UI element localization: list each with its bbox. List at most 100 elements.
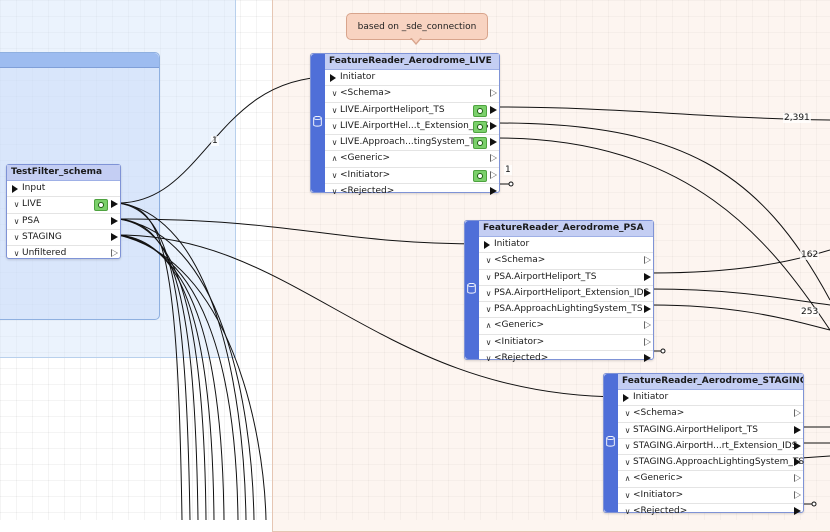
chevron-down-icon[interactable]: ∨	[331, 138, 338, 148]
output-port-icon[interactable]	[490, 154, 497, 163]
output-port-icon[interactable]	[111, 216, 118, 225]
reader-psa-node[interactable]: FeatureReader_Aerodrome_PSA Initiator ∨<…	[464, 220, 654, 363]
output-port-icon[interactable]	[111, 200, 118, 209]
chevron-down-icon[interactable]: ∨	[485, 272, 492, 282]
chevron-down-icon[interactable]: ∨	[331, 121, 338, 131]
testfilter-output-psa[interactable]: ∨PSA	[7, 214, 120, 230]
reader-staging-approach[interactable]: ∨STAGING.ApproachLightingSystem_TS	[618, 455, 804, 472]
reader-psa-initiator-port[interactable]: Initiator	[479, 237, 653, 254]
chevron-down-icon[interactable]: ∨	[485, 305, 492, 315]
testfilter-output-live[interactable]: ∨LIVE	[7, 197, 120, 214]
chevron-down-icon[interactable]: ∨	[13, 200, 20, 210]
output-port-icon[interactable]	[794, 458, 801, 467]
output-port-icon[interactable]	[490, 138, 497, 147]
testfilter-output-unfiltered[interactable]: ∨Unfiltered	[7, 246, 120, 261]
output-port-icon[interactable]	[794, 441, 801, 450]
output-port-icon[interactable]	[111, 232, 118, 241]
annotation-text: based on _sde_connection	[357, 21, 477, 32]
feature-cache-icon[interactable]	[94, 199, 108, 212]
output-port-icon[interactable]	[490, 121, 497, 130]
testfilter-node[interactable]: TestFilter_schema Input ∨LIVE ∨PSA ∨STAG…	[6, 164, 121, 259]
link-psa-extension	[650, 288, 830, 306]
chevron-down-icon[interactable]: ∨	[485, 337, 492, 347]
chevron-down-icon[interactable]: ∨	[485, 256, 492, 266]
chevron-up-icon[interactable]: ∧	[624, 474, 631, 484]
feature-cache-icon[interactable]	[473, 137, 487, 150]
reader-psa-extension[interactable]: ∨PSA.AirportHeliport_Extension_IDS	[479, 286, 653, 303]
output-port-icon[interactable]	[644, 354, 651, 363]
output-port-icon[interactable]	[644, 321, 651, 330]
chevron-down-icon[interactable]: ∨	[13, 249, 20, 259]
testfilter-input-port[interactable]: Input	[7, 181, 120, 198]
reader-psa-generic[interactable]: ∧<Generic>	[479, 318, 653, 335]
chevron-down-icon[interactable]: ∨	[624, 507, 631, 517]
input-port-icon	[623, 393, 629, 402]
chevron-down-icon[interactable]: ∨	[13, 232, 20, 242]
testfilter-output-staging[interactable]: ∨STAGING	[7, 230, 120, 247]
feature-cache-icon[interactable]	[473, 120, 487, 133]
reader-live-initiator-port[interactable]: Initiator	[325, 70, 499, 87]
chevron-down-icon[interactable]: ∨	[624, 490, 631, 500]
output-port-icon[interactable]	[490, 187, 497, 196]
reader-psa-schema[interactable]: ∨<Schema>	[479, 253, 653, 270]
chevron-down-icon[interactable]: ∨	[485, 288, 492, 298]
chevron-down-icon[interactable]: ∨	[13, 216, 20, 226]
reader-staging-initiator-port[interactable]: Initiator	[618, 390, 803, 407]
chevron-down-icon[interactable]: ∨	[331, 105, 338, 115]
reader-staging-initiator-out[interactable]: ∨<Initiator>	[618, 488, 803, 505]
chevron-down-icon[interactable]: ∨	[331, 170, 338, 180]
reader-staging-schema[interactable]: ∨<Schema>	[618, 406, 803, 423]
output-port-icon[interactable]	[794, 409, 801, 418]
link-psa-approach	[650, 304, 830, 331]
output-port-icon[interactable]	[794, 474, 801, 483]
output-port-icon[interactable]	[111, 249, 118, 258]
feature-cache-icon[interactable]	[473, 104, 487, 117]
chevron-down-icon[interactable]: ∨	[624, 409, 631, 419]
output-port-icon[interactable]	[644, 256, 651, 265]
output-port-icon[interactable]	[644, 288, 651, 297]
output-port-icon[interactable]	[794, 490, 801, 499]
reader-psa-rejected[interactable]: ∨<Rejected>	[479, 351, 653, 366]
output-port-icon[interactable]	[794, 425, 801, 434]
reader-live-node[interactable]: FeatureReader_Aerodrome_LIVE Initiator ∨…	[310, 53, 500, 196]
feature-cache-icon[interactable]	[473, 169, 487, 182]
reader-live-extension[interactable]: ∨LIVE.AirportHel...t_Extension_IDS	[325, 119, 499, 136]
reader-staging-node[interactable]: FeatureReader_Aerodrome_STAGING Initiato…	[603, 373, 804, 516]
chevron-down-icon[interactable]: ∨	[485, 354, 492, 364]
reader-staging-generic[interactable]: ∧<Generic>	[618, 471, 803, 488]
link-live-initiator	[117, 76, 331, 204]
reader-live-initiator-out[interactable]: ∨<Initiator>	[325, 168, 499, 185]
count-live-initiator: 1	[504, 165, 512, 175]
reader-psa-initiator-out[interactable]: ∨<Initiator>	[479, 335, 653, 352]
output-port-icon[interactable]	[794, 507, 801, 516]
chevron-down-icon[interactable]: ∨	[624, 441, 631, 451]
connection-lines	[117, 76, 830, 520]
reader-staging-heliport[interactable]: ∨STAGING.AirportHeliport_TS	[618, 423, 803, 439]
annotation-tail-fill	[411, 37, 421, 43]
chevron-down-icon[interactable]: ∨	[331, 89, 338, 99]
reader-live-strip	[311, 54, 325, 192]
reader-live-schema[interactable]: ∨<Schema>	[325, 86, 499, 103]
bookmark-inner-header[interactable]	[0, 53, 159, 68]
output-port-icon[interactable]	[644, 337, 651, 346]
reader-live-rejected[interactable]: ∨<Rejected>	[325, 184, 499, 199]
reader-live-heliport[interactable]: ∨LIVE.AirportHeliport_TS	[325, 103, 499, 119]
reader-staging-extension[interactable]: ∨STAGING.AirportH...rt_Extension_IDS	[618, 439, 803, 456]
output-port-icon[interactable]	[644, 272, 651, 281]
output-port-icon[interactable]	[644, 305, 651, 314]
reader-psa-title: FeatureReader_Aerodrome_PSA	[479, 221, 653, 237]
reader-live-approach[interactable]: ∨LIVE.Approach...tingSystem_TS	[325, 135, 499, 152]
reader-psa-approach[interactable]: ∨PSA.ApproachLightingSystem_TS	[479, 302, 653, 319]
output-port-icon[interactable]	[490, 105, 497, 114]
reader-live-generic[interactable]: ∧<Generic>	[325, 151, 499, 168]
count-live-heliport: 2,391	[783, 113, 811, 123]
output-port-icon[interactable]	[490, 89, 497, 98]
chevron-down-icon[interactable]: ∨	[624, 425, 631, 435]
chevron-up-icon[interactable]: ∧	[331, 154, 338, 164]
reader-psa-heliport[interactable]: ∨PSA.AirportHeliport_TS	[479, 270, 653, 286]
chevron-up-icon[interactable]: ∧	[485, 321, 492, 331]
reader-staging-rejected[interactable]: ∨<Rejected>	[618, 504, 803, 519]
output-port-icon[interactable]	[490, 170, 497, 179]
chevron-down-icon[interactable]: ∨	[331, 187, 338, 197]
chevron-down-icon[interactable]: ∨	[624, 458, 631, 468]
